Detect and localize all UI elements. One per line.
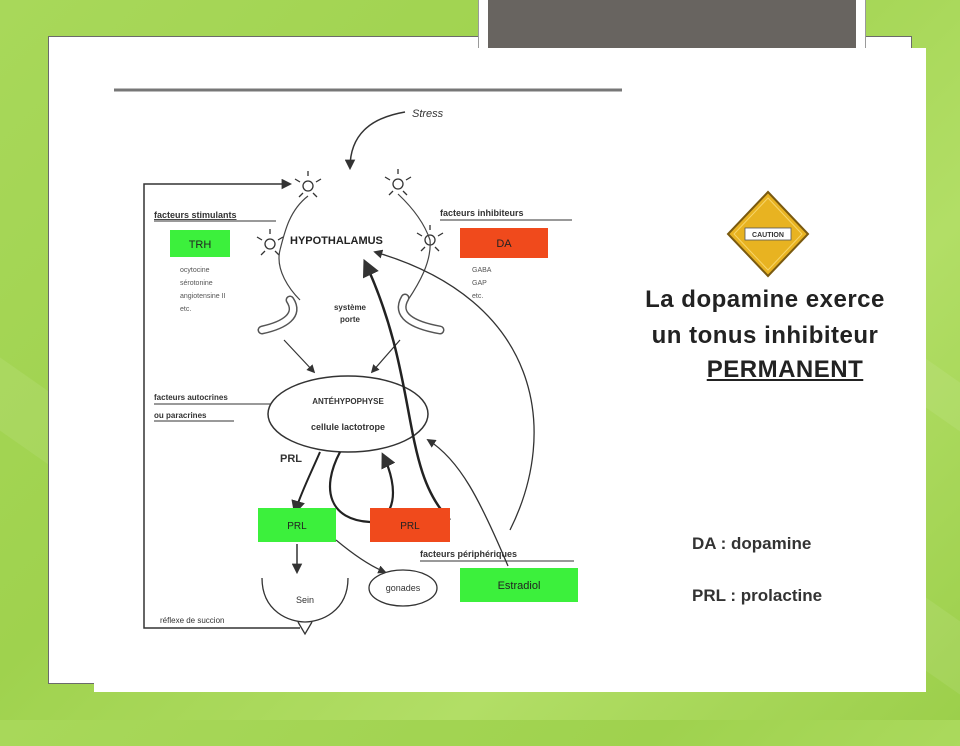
gonads-shape	[368, 569, 438, 607]
arrow-to-gonads	[335, 539, 387, 574]
portal-vessel	[259, 297, 297, 333]
prl-loop	[328, 451, 396, 524]
prolactin-diagram: Stress HYPOTHALAMUS facteurs stimulants …	[114, 88, 810, 636]
neuron-icon	[384, 169, 412, 196]
message-line: La dopamine exerce	[645, 286, 885, 313]
stim-item: ocytocine	[180, 267, 210, 274]
autocrine-factors-header: facteurs autocrines	[154, 393, 228, 402]
breast-shape	[261, 577, 349, 623]
stimulating-factors-header: facteurs stimulants	[154, 210, 237, 220]
inhib-item: GABA	[472, 267, 492, 274]
estradiol-arrow	[426, 439, 509, 567]
prl-red-label: PRL	[400, 521, 420, 532]
feedback-arrow	[362, 258, 451, 521]
inhib-arrow	[370, 339, 401, 374]
prl-red-box	[370, 508, 450, 542]
trh-label: TRH	[189, 239, 212, 251]
prl-green-label: PRL	[287, 521, 307, 532]
lactotrope-cell-label: cellule lactotrope	[311, 422, 385, 432]
feedback-arrow	[373, 249, 535, 531]
prl-green-box	[258, 508, 336, 542]
message-line: PERMANENT	[706, 356, 864, 383]
svg-text:CAUTION: CAUTION	[752, 232, 784, 239]
autocrine-factors-header: ou paracrines	[154, 411, 207, 420]
nipple-shape	[297, 621, 313, 636]
stress-arrow	[344, 111, 406, 171]
stress-label: Stress	[412, 108, 444, 120]
prl-side-label: PRL	[280, 453, 302, 465]
peripheral-factors-header: facteurs périphériques	[420, 549, 517, 559]
portal-vessel	[399, 295, 443, 333]
anterior-pituitary-label: ANTÉHYPOPHYSE	[312, 397, 384, 406]
prl-output-arrow	[291, 451, 321, 515]
portal-system-label: porte	[340, 315, 361, 324]
neuron-icon	[256, 229, 284, 256]
da-label: DA	[496, 238, 512, 250]
suckling-reflex-label: réflexe de succion	[160, 616, 224, 625]
estradiol-box	[460, 568, 578, 602]
inhib-item: GAP	[472, 280, 487, 287]
stim-item: sérotonine	[180, 280, 213, 287]
portal-system-label: système	[334, 303, 367, 312]
da-box	[460, 228, 548, 258]
breast-label: Sein	[296, 595, 314, 605]
estradiol-label: Estradiol	[498, 580, 541, 592]
title-bar	[488, 0, 856, 50]
legend-prl: PRL : prolactine	[692, 586, 823, 605]
neuron-icon	[294, 171, 322, 198]
feedback-loop-line	[143, 178, 300, 629]
hypothalamus-label: HYPOTHALAMUS	[290, 235, 383, 247]
axon-line	[397, 193, 431, 301]
trh-box	[170, 230, 230, 257]
gonads-label: gonades	[386, 583, 421, 593]
stim-item: etc.	[180, 306, 191, 313]
anterior-pituitary	[267, 375, 429, 453]
stim-item: angiotensine II	[180, 293, 226, 300]
axon-line	[278, 195, 309, 301]
inhib-item: etc.	[472, 293, 483, 300]
message-line: un tonus inhibiteur	[651, 322, 879, 349]
legend-da: DA : dopamine	[692, 534, 812, 553]
stim-arrow	[283, 339, 316, 374]
caution-sign-icon: CAUTION	[726, 190, 810, 278]
inhibiting-factors-header: facteurs inhibiteurs	[440, 208, 524, 218]
